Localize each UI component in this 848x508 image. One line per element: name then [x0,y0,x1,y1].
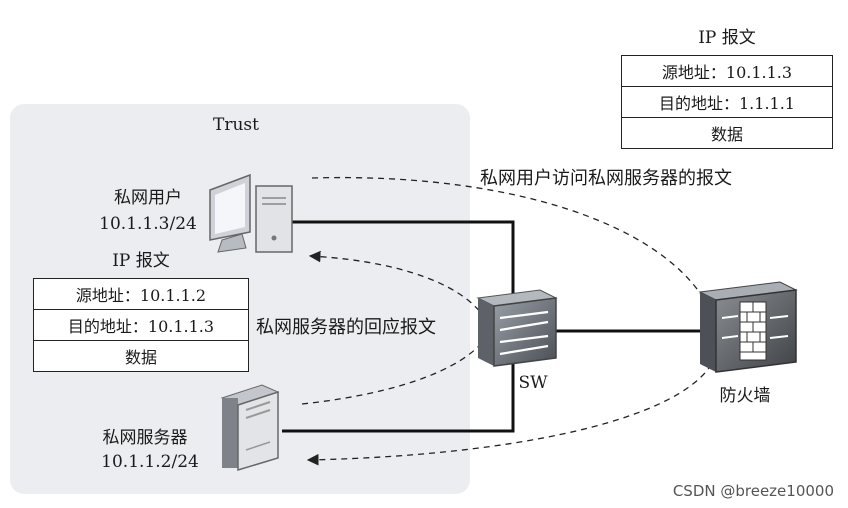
packet-request-title: IP 报文 [698,28,756,48]
pc-label: 私网用户 [114,188,182,208]
reply-flow-arrow [301,250,491,405]
link-server-switch [282,360,515,433]
packet-reply-payload: 数据 [33,340,249,372]
request-flow-label: 私网用户访问私网服务器的报文 [480,168,732,189]
server-ip: 10.1.1.2/24 [101,452,199,472]
switch-label: SW [518,373,548,393]
link-pc-switch [292,220,515,305]
packet-reply-table: 源地址：10.1.1.2 目的地址：10.1.1.3 数据 [33,278,249,372]
reply-flow-label: 私网服务器的回应报文 [256,317,436,338]
server-label: 私网服务器 [102,428,188,448]
packet-request-table: 源地址：10.1.1.3 目的地址：1.1.1.1 数据 [621,55,833,149]
packet-reply-title: IP 报文 [112,251,170,271]
packet-request-src: 源地址：10.1.1.3 [621,55,833,87]
packet-request-payload: 数据 [621,117,833,149]
packet-reply-src: 源地址：10.1.1.2 [33,278,249,310]
switch-icon [476,289,558,367]
pc-icon [209,173,293,253]
firewall-icon [698,281,798,373]
packet-reply-dst: 目的地址：10.1.1.3 [33,309,249,341]
packet-request-dst: 目的地址：1.1.1.1 [621,86,833,118]
watermark: CSDN @breeze10000 [672,482,834,500]
zone-label: Trust [213,115,259,135]
server-icon [220,384,280,472]
firewall-label: 防火墙 [719,386,771,406]
pc-ip: 10.1.1.3/24 [99,214,197,234]
